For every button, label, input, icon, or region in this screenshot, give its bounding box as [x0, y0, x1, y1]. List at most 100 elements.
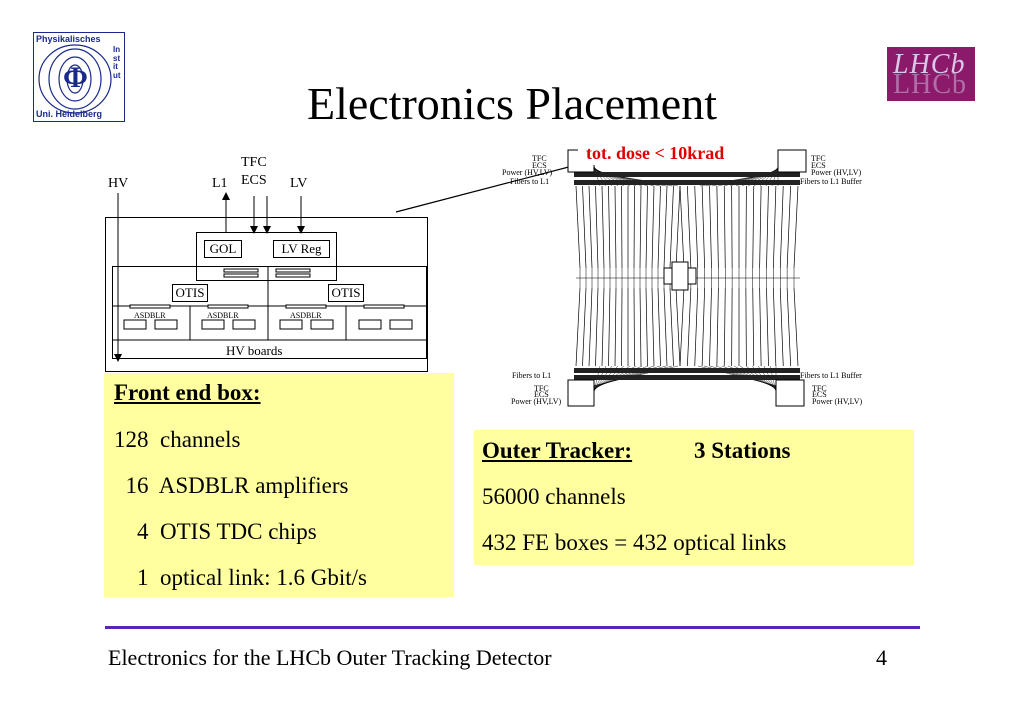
tracker-fiber-line [593, 167, 625, 187]
footer-title: Electronics for the LHCb Outer Tracking … [108, 645, 552, 670]
tracker-fiber-line [608, 185, 611, 269]
tracker-top-left-ecs: ECS [532, 161, 547, 170]
front-end-box-line-4: 1 optical link: 1.6 Gbit/s [114, 565, 367, 590]
hv-boards-label: HV boards [226, 343, 283, 358]
lhcb-logo: LHCb LHCb [887, 47, 975, 101]
tracker-fiber-line [651, 287, 655, 367]
tracker-fiber-line [694, 185, 699, 269]
tracker-fiber-line [747, 168, 779, 187]
outer-tracker-stations: 3 Stations [694, 438, 791, 463]
front-end-box-line-2: 16 ASDBLR amplifiers [114, 473, 349, 498]
asdblr-label-1: ASDBLR [134, 311, 166, 320]
tracker-fiber-line [593, 168, 637, 187]
tracker-fiber-line [729, 169, 779, 187]
tracker-fiber-line [703, 365, 777, 387]
logo-vertical-text: Institut [113, 45, 121, 80]
tracker-fiber-line [733, 365, 777, 389]
otis-chip-left: OTIS [172, 284, 208, 302]
tracker-fiber-line [765, 166, 779, 187]
outer-tracker-box-panel: Outer Tracker: 3 Stations 56000 channels… [474, 430, 914, 565]
tracker-fiber-line [621, 287, 623, 367]
tracker-fiber-line [675, 287, 681, 367]
front-end-box-panel: Front end box: 128 channels 16 ASDBLR am… [104, 373, 454, 597]
tracker-fiber-line [593, 365, 619, 391]
outer-tracker-line-1: 56000 channels [482, 484, 626, 509]
tracker-fiber-line [727, 365, 777, 389]
tracker-fiber-line [593, 365, 625, 391]
tracker-fiber-line [679, 185, 685, 269]
tracker-fiber-line [773, 185, 777, 269]
tracker-top-left-tfc: TFC [532, 154, 547, 163]
tracker-fiber-line [723, 170, 779, 187]
ecs-label: ECS [241, 173, 267, 188]
tracker-fiber-line [593, 365, 613, 392]
tracker-fiber-line [779, 185, 784, 269]
page-number: 4 [876, 645, 887, 670]
tracker-bottom-right-power: Power (HV,LV) [812, 397, 863, 406]
tracker-fiber-line [669, 185, 674, 269]
tracker-fiber-line [663, 287, 668, 367]
tracker-bottom-right-ecs: ECS [812, 390, 827, 399]
tracker-fiber-line [593, 169, 649, 187]
tracker-fiber-line [709, 365, 777, 387]
tracker-fiber-line [593, 168, 631, 187]
tracker-fiber-line [716, 287, 719, 367]
tracker-top-right-tfc: TFC [811, 154, 826, 163]
tracker-bottom-left-ecs: ECS [534, 390, 549, 399]
tracker-fiber-line [588, 185, 593, 269]
lv-label: LV [290, 176, 308, 191]
hv-label: HV [108, 176, 129, 191]
tracker-fiber-line [633, 287, 635, 367]
tracker-fiber-line [575, 185, 581, 269]
tracker-fiber-line [593, 365, 667, 387]
tracker-top-right-fibers: Fibers to L1 Buffer [800, 177, 862, 186]
tracker-fiber-line [593, 365, 643, 389]
tracker-fiber-line [593, 365, 661, 388]
tracker-fiber-line [593, 365, 655, 388]
tracker-fiber-line [593, 365, 673, 387]
gol-chip: GOL [204, 240, 242, 258]
physikalisches-institut-logo: Physikalisches Φ Institut Uni. Heidelber… [33, 32, 125, 122]
tracker-fiber-line [593, 171, 673, 187]
tracker-fiber-line [701, 185, 705, 269]
slide-title: Electronics Placement [306, 78, 717, 129]
tracker-fiber-line [779, 287, 784, 367]
front-end-box-line-1: 128 channels [114, 427, 241, 452]
tracker-fiber-line [752, 287, 755, 367]
tracker-fiber-line [723, 185, 726, 269]
tracker-fiber-line [699, 172, 779, 187]
tracker-fiber-line [593, 170, 661, 187]
tracker-fiber-line [745, 365, 777, 390]
asdblr-label-2: ASDBLR [207, 311, 239, 320]
tracker-bottom-left-power: Power (HV,LV) [511, 397, 562, 406]
logo-phi-symbol: Φ [63, 61, 88, 94]
tracker-fiber-line [657, 185, 661, 269]
tracker-fiber-line [771, 166, 779, 187]
logo-field-lines-icon [33, 32, 125, 122]
tracker-fiber-line [633, 185, 635, 269]
tracker-fiber-line [593, 171, 667, 187]
front-end-box-line-3: 4 OTIS TDC chips [114, 519, 317, 544]
tracker-bottom-right-tfc: TFC [812, 384, 827, 393]
tracker-fiber-line [694, 287, 699, 367]
tracker-fiber-line [593, 365, 631, 390]
tracker-fiber-line [593, 169, 643, 187]
front-end-box-heading: Front end box: [114, 380, 261, 405]
tracker-top-left-power: Power (HV,LV) [502, 168, 553, 177]
tracker-fiber-line [793, 287, 799, 367]
tracker-fiber-line [639, 287, 642, 367]
tracker-fiber-line [651, 185, 655, 269]
tracker-fiber-line [763, 365, 777, 392]
tracker-fiber-line [716, 185, 719, 269]
tfc-label: TFC [241, 155, 267, 170]
tracker-fiber-line [593, 166, 613, 187]
tracker-bottom-right-fibers: Fibers to L1 Buffer [800, 371, 862, 380]
outer-tracker-heading: Outer Tracker: [482, 438, 633, 463]
tracker-fiber-line [614, 185, 617, 269]
tracker-fiber-line [701, 287, 705, 367]
tracker-fiber-line [711, 171, 779, 187]
tracker-fiber-line [759, 167, 779, 187]
tracker-fiber-line [766, 287, 769, 367]
tracker-fiber-line [601, 287, 605, 367]
tracker-fiber-line [645, 185, 648, 269]
